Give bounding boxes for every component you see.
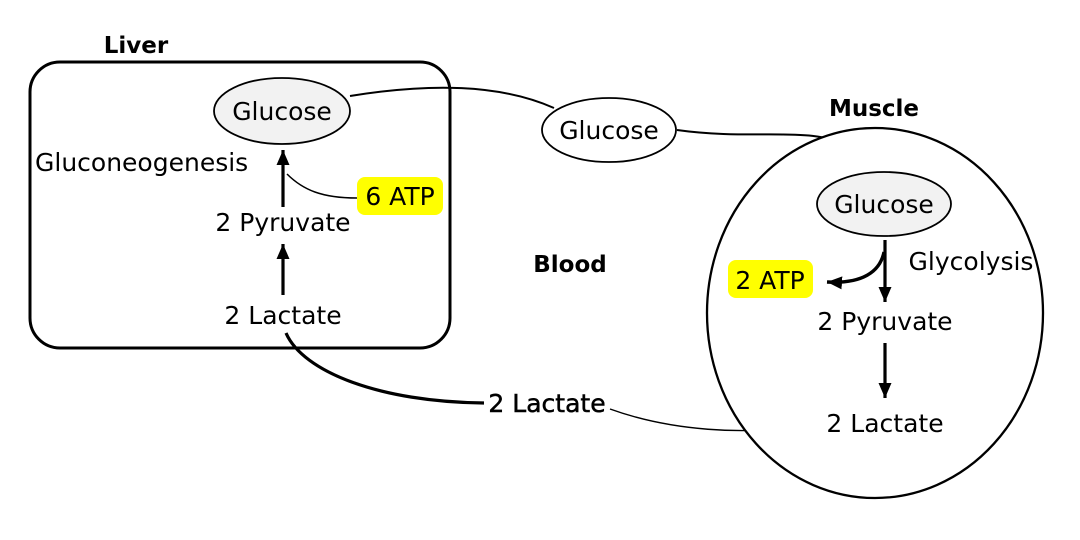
- arrow-branch-to-2atp: [826, 251, 886, 290]
- muscle-lactate-label: 2 Lactate: [826, 409, 943, 438]
- muscle-compartment: [705, 126, 1045, 500]
- flow-glucose-liver-to-blood: [349, 86, 555, 109]
- muscle-atp-label: 2 ATP: [735, 266, 804, 295]
- liver-pathway-label: Gluconeogenesis: [35, 148, 248, 177]
- flow-lactate-liver-to-blood: [284, 332, 485, 405]
- liver-lactate-label: 2 Lactate: [224, 301, 341, 330]
- muscle-label: Muscle: [829, 96, 919, 122]
- connector-6atp: [286, 173, 358, 199]
- liver-atp-badge: [357, 177, 443, 215]
- muscle-atp-badge: [728, 260, 813, 298]
- muscle-glucose-node: [816, 171, 952, 237]
- liver-pyruvate-label: 2 Pyruvate: [215, 208, 350, 237]
- blood-label: Blood: [533, 252, 606, 278]
- muscle-pyruvate-label: 2 Pyruvate: [817, 307, 952, 336]
- liver-glucose-label: Glucose: [232, 97, 332, 126]
- liver-label: Liver: [104, 33, 169, 59]
- blood-glucose-node: [541, 97, 677, 163]
- liver-glucose-node: [213, 77, 351, 145]
- liver-compartment: [28, 60, 452, 350]
- blood-glucose-label: Glucose: [559, 116, 659, 145]
- muscle-glucose-label: Glucose: [834, 190, 934, 219]
- blood-lactate-label: 2 Lactate: [488, 389, 605, 418]
- liver-atp-label: 6 ATP: [365, 182, 434, 211]
- muscle-pathway-label: Glycolysis: [909, 247, 1034, 276]
